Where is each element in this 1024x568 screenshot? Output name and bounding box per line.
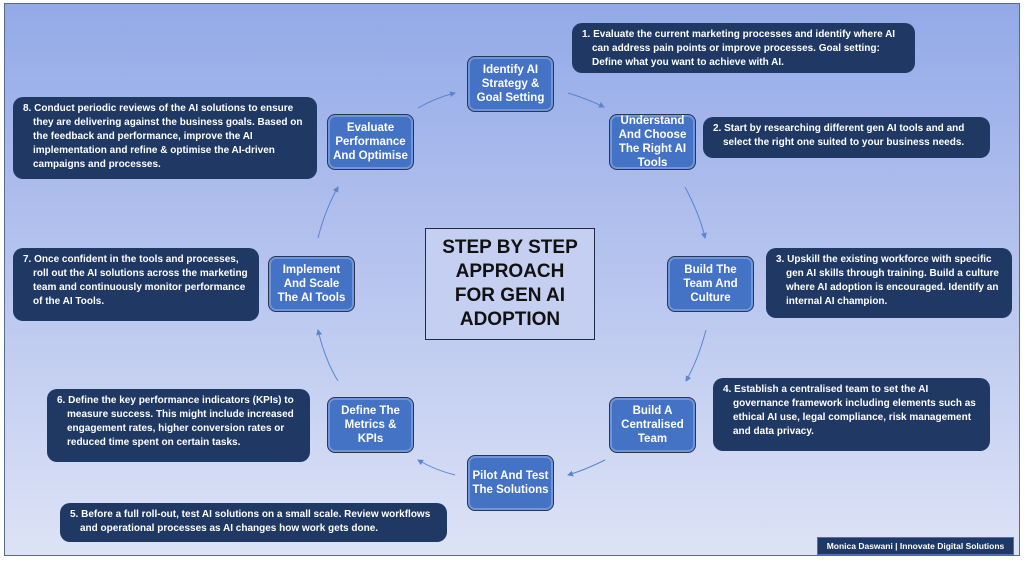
- step-8-description: 8. Conduct periodic reviews of the AI so…: [13, 97, 317, 179]
- step-4-description: 4. Establish a centralised team to set t…: [713, 378, 990, 451]
- step-1-description: 1. Evaluate the current marketing proces…: [572, 23, 915, 73]
- arrow-2-3: [684, 186, 707, 239]
- step-7-description: 7. Once confident in the tools and proce…: [13, 248, 259, 321]
- step-3-node: Build The Team And Culture: [667, 256, 754, 312]
- arrow-6-7: [316, 329, 339, 382]
- diagram-title: STEP BY STEP APPROACH FOR GEN AI ADOPTIO…: [425, 228, 595, 340]
- step-4-node: Build A Centralised Team: [609, 397, 696, 453]
- step-3-description: 3. Upskill the existing workforce with s…: [766, 248, 1012, 318]
- arrow-1-2: [567, 92, 605, 108]
- step-2-description: 2. Start by researching different gen AI…: [703, 117, 990, 158]
- arrow-8-1: [417, 91, 456, 109]
- arrow-5-6: [417, 459, 456, 476]
- step-6-node: Define The Metrics & KPIs: [327, 397, 414, 453]
- arrow-7-8: [317, 186, 339, 239]
- step-1-node: Identify AI Strategy & Goal Setting: [467, 56, 554, 112]
- step-5-node: Pilot And Test The Solutions: [467, 455, 554, 511]
- author-credit: Monica Daswani | Innovate Digital Soluti…: [817, 537, 1014, 555]
- arrow-4-5: [567, 459, 606, 477]
- step-6-description: 6. Define the key performance indicators…: [47, 389, 310, 462]
- step-8-node: Evaluate Performance And Optimise: [327, 114, 414, 170]
- step-2-node: Understand And Choose The Right AI Tools: [609, 114, 696, 170]
- step-7-node: Implement And Scale The AI Tools: [268, 256, 355, 312]
- arrow-3-4: [685, 329, 707, 382]
- step-5-description: 5. Before a full roll-out, test AI solut…: [60, 503, 447, 542]
